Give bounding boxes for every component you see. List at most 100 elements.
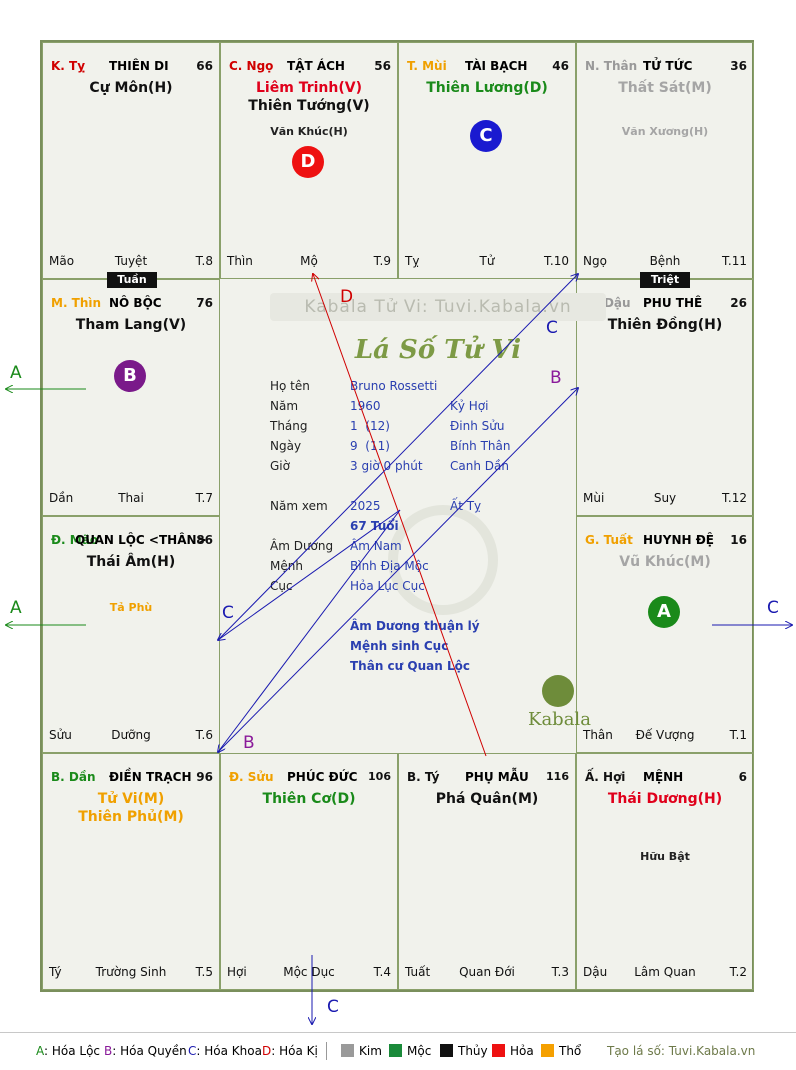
label-am-duong: Âm Dương — [270, 539, 334, 553]
palace-header: B. Dần — [51, 770, 99, 784]
palace-month: T.9 — [373, 254, 391, 268]
palace-branch: Tý — [49, 965, 62, 979]
legend-site[interactable]: Tạo lá số: Tuvi.Kabala.vn — [607, 1044, 756, 1058]
label-nam-xem: Năm xem — [270, 499, 328, 513]
major-star: Thiên Đồng(H) — [607, 317, 723, 333]
label-gio: Giờ — [270, 459, 290, 473]
palace-stage: Suy — [653, 491, 677, 505]
arrow-label-b-bottom: B — [243, 733, 255, 753]
palace-title: HUYNH ĐỆ — [643, 533, 714, 547]
value-cuc: Hỏa Lục Cục — [350, 579, 425, 593]
palace-header: Ấ. Hợi — [585, 770, 629, 784]
palace-can: K. Tỵ — [51, 59, 86, 73]
value-tuoi: 67 Tuổi — [350, 519, 399, 533]
palace-number: 106 — [368, 770, 391, 783]
label-thang: Tháng — [270, 419, 308, 433]
palace-dien-trach: B. Dần ĐIỀN TRẠCH 96 Tử Vi(M) Thiên Phủ(M) Tý… — [42, 753, 220, 990]
kabala-brand: Kabala — [528, 709, 591, 730]
palace-header: C. Ngọ — [229, 59, 277, 73]
value-gio-can: Canh Dần — [450, 459, 509, 473]
circle-c: C — [470, 120, 502, 152]
circle-b: B — [114, 360, 146, 392]
note-3: Thân cư Quan Lộc — [350, 659, 470, 673]
palace-can: G. Tuất — [585, 533, 633, 547]
legend-hoa-ki: D: Hóa Kị — [262, 1044, 318, 1058]
palace-number: 96 — [196, 770, 213, 784]
palace-can: N. Thân — [585, 59, 638, 73]
major-star: Thiên Phủ(M) — [78, 809, 184, 825]
palace-stage: Mộ — [300, 254, 318, 268]
palace-title: ĐIỀN TRẠCH — [109, 770, 192, 784]
legend-hoa: Hỏa — [492, 1044, 534, 1058]
circle-a: A — [648, 596, 680, 628]
palace-can: Ấ. Hợi — [585, 770, 626, 784]
legend-kim: Kim — [341, 1044, 382, 1058]
palace-header: G. Tuất — [585, 533, 637, 547]
arrow-label-a-bottom: A — [10, 598, 22, 618]
legend-thuy: Thủy — [440, 1044, 488, 1058]
palace-title: TỬ TỨC — [643, 59, 693, 73]
kim-swatch — [341, 1044, 354, 1057]
arrow-label-c-right: C — [767, 598, 779, 618]
palace-month: T.1 — [729, 728, 747, 742]
thuy-swatch — [440, 1044, 453, 1057]
major-star: Vũ Khúc(M) — [619, 554, 711, 570]
label-menh: Mệnh — [270, 559, 303, 573]
value-nam-xem: 2025 — [350, 499, 381, 513]
hoa-swatch — [492, 1044, 505, 1057]
kabala-logo: Kabala — [528, 675, 591, 730]
palace-branch: Ngọ — [583, 254, 607, 268]
value-ho-ten: Bruno Rossetti — [350, 379, 438, 393]
value-gio: 3 giờ 0 phút — [350, 459, 423, 473]
arrow-label-c-top: C — [546, 318, 558, 338]
value-am-duong: Âm Nam — [350, 539, 402, 553]
label-cuc: Cục — [270, 579, 293, 593]
palace-stage: Mộc Dục — [283, 965, 335, 979]
palace-stage: Thai — [118, 491, 144, 505]
palace-stage: Lâm Quan — [634, 965, 696, 979]
palace-month: T.4 — [373, 965, 391, 979]
legend-moc: Mộc — [389, 1044, 431, 1058]
palace-number: 116 — [546, 770, 569, 783]
palace-number: 36 — [730, 59, 747, 73]
minor-star: Hữu Bật — [640, 850, 690, 863]
palace-header: M. Thìn — [51, 296, 105, 310]
arrow-label-a-top: A — [10, 363, 22, 383]
legend-divider — [326, 1042, 327, 1060]
arrow-label-c-bottom: C — [327, 997, 339, 1017]
palace-month: T.10 — [544, 254, 569, 268]
value-menh: Bình Địa Mộc — [350, 559, 429, 573]
major-star: Tham Lang(V) — [75, 317, 187, 333]
palace-header: K. Tỵ — [51, 59, 89, 73]
legend-tho: Thổ — [541, 1044, 581, 1058]
palace-branch: Tỵ — [405, 254, 420, 268]
palace-month: T.12 — [722, 491, 747, 505]
palace-stage: Trường Sinh — [95, 965, 167, 979]
legend-hoa-loc: A: Hóa Lộc — [36, 1044, 101, 1058]
major-star: Tử Vi(M) — [97, 791, 165, 807]
palace-branch: Mùi — [583, 491, 605, 505]
tho-swatch — [541, 1044, 554, 1057]
palace-month: T.7 — [195, 491, 213, 505]
major-star: Thất Sát(M) — [618, 80, 712, 96]
palace-number: 56 — [374, 59, 391, 73]
value-ngay-can: Bính Thân — [450, 439, 511, 453]
palace-branch: Sửu — [49, 728, 72, 742]
palace-month: T.6 — [195, 728, 213, 742]
palace-title: TÀI BẠCH — [465, 59, 528, 73]
palace-title: MỆNH — [643, 770, 684, 784]
moc-swatch — [389, 1044, 402, 1057]
palace-number: 66 — [196, 59, 213, 73]
arrow-label-c-left: C — [222, 603, 234, 623]
value-nam: 1960 — [350, 399, 381, 413]
palace-number: 6 — [738, 770, 747, 784]
palace-stage: Tuyệt — [114, 254, 148, 268]
circle-d: D — [292, 146, 324, 178]
